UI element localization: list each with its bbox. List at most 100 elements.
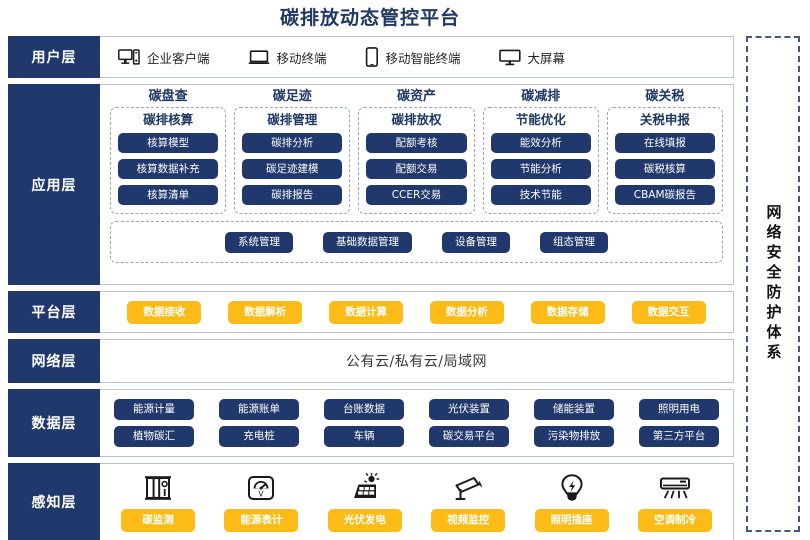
common-service-pill[interactable]: 设备管理 xyxy=(442,231,510,253)
app-box-title: 碳排放权 xyxy=(391,112,442,127)
app-box: 碳排核算 核算模型 核算数据补充 核算清单 xyxy=(110,107,227,214)
user-item-label: 企业客户端 xyxy=(147,50,210,66)
layer-user-label: 用户层 xyxy=(8,36,100,78)
sense-pill[interactable]: 能源表计 xyxy=(224,508,299,532)
app-pill[interactable]: 碳排分析 xyxy=(242,133,343,153)
data-pill[interactable]: 污染物排放 xyxy=(534,426,614,447)
data-pill[interactable]: 储能装置 xyxy=(534,399,614,420)
app-column-carbon-tariff: 碳关税 关税申报 在线填报 碳税核算 CBAM碳报告 xyxy=(606,89,724,214)
common-service-pill[interactable]: 系统管理 xyxy=(225,231,293,253)
user-item-label: 大屏幕 xyxy=(527,50,566,66)
platform-pill[interactable]: 数据分析 xyxy=(429,300,504,324)
platform-pill[interactable]: 数据存储 xyxy=(530,300,605,324)
sense-pill[interactable]: 碳监测 xyxy=(121,508,195,532)
sense-pill[interactable]: 空调制冷 xyxy=(637,508,712,532)
sense-item-air-conditioning[interactable]: 空调制冷 xyxy=(635,471,715,532)
app-pill[interactable]: 在线填报 xyxy=(614,133,716,153)
layer-network-body: 公有云/私有云/局域网 xyxy=(100,340,733,382)
app-box: 关税申报 在线填报 碳税核算 CBAM碳报告 xyxy=(606,107,724,214)
layer-network: 网络层 公有云/私有云/局域网 xyxy=(8,339,734,383)
smartphone-icon xyxy=(365,47,379,67)
app-pill[interactable]: 节能分析 xyxy=(490,159,591,179)
app-pill[interactable]: 核算数据补充 xyxy=(118,159,219,179)
layer-sense-label: 感知层 xyxy=(8,463,100,540)
desktop-pc-icon xyxy=(118,48,140,66)
app-column-carbon-inventory: 碳盘查 碳排核算 核算模型 核算数据补充 核算清单 xyxy=(110,89,227,214)
data-pill[interactable]: 光伏装置 xyxy=(429,399,509,420)
svg-text:V: V xyxy=(259,489,265,498)
app-pill[interactable]: 能效分析 xyxy=(490,133,591,153)
app-pill[interactable]: CBAM碳报告 xyxy=(614,185,716,205)
solar-panel-icon xyxy=(349,471,381,505)
data-pill[interactable]: 充电桩 xyxy=(219,426,299,447)
layer-sense: 感知层 碳监测 xyxy=(8,463,734,540)
app-box: 节能优化 能效分析 节能分析 技术节能 xyxy=(482,107,599,214)
sense-item-lighting-socket[interactable]: 照明插座 xyxy=(532,471,612,532)
common-service-pill[interactable]: 基础数据管理 xyxy=(323,231,412,253)
sense-item-video-surveillance[interactable]: 视频监控 xyxy=(428,471,508,532)
layer-network-label: 网络层 xyxy=(8,339,100,383)
data-pill[interactable]: 台账数据 xyxy=(324,399,404,420)
sense-pill[interactable]: 视频监控 xyxy=(431,508,506,532)
platform-pill[interactable]: 数据接收 xyxy=(127,300,202,324)
layer-platform-label: 平台层 xyxy=(8,291,100,333)
app-box: 碳排管理 碳排分析 碳足迹建模 碳排报告 xyxy=(234,107,351,214)
layer-data-label: 数据层 xyxy=(8,389,100,457)
energy-meter-gauge-icon: V xyxy=(246,471,276,505)
sense-item-energy-meter[interactable]: V 能源表计 xyxy=(221,471,301,532)
app-pill[interactable]: CCER交易 xyxy=(366,185,467,205)
user-item-mobile-terminal[interactable]: 移动终端 xyxy=(248,48,327,67)
app-column-title: 碳足迹 xyxy=(272,89,312,104)
app-pill[interactable]: 碳税核算 xyxy=(614,159,716,179)
app-column-carbon-asset: 碳资产 碳排放权 配额考核 配额交易 CCER交易 xyxy=(358,89,475,214)
app-pill[interactable]: 核算模型 xyxy=(118,133,219,153)
app-column-carbon-footprint: 碳足迹 碳排管理 碳排分析 碳足迹建模 碳排报告 xyxy=(234,89,351,214)
carbon-monitor-cabinet-icon xyxy=(143,471,173,505)
app-column-title: 碳减排 xyxy=(521,89,561,104)
platform-pill[interactable]: 数据解析 xyxy=(228,300,303,324)
data-pill[interactable]: 第三方平台 xyxy=(639,426,719,447)
layer-stack: 用户层 企业客户端 xyxy=(8,36,734,540)
platform-pill[interactable]: 数据计算 xyxy=(329,300,404,324)
light-bulb-icon xyxy=(559,471,585,505)
sense-item-solar-power[interactable]: 光伏发电 xyxy=(325,471,405,532)
sense-pill[interactable]: 照明插座 xyxy=(534,508,609,532)
data-pill[interactable]: 能源计量 xyxy=(114,399,194,420)
layer-platform-body: 数据接收 数据解析 数据计算 数据分析 数据存储 数据交互 xyxy=(100,292,733,332)
app-pill[interactable]: 配额考核 xyxy=(366,133,467,153)
user-item-label: 移动智能终端 xyxy=(385,50,461,66)
layer-data-body: 能源计量 能源账单 台账数据 光伏装置 储能装置 照明用电 植物碳汇 充电桩 车… xyxy=(100,390,733,456)
data-pill[interactable]: 车辆 xyxy=(324,426,404,447)
data-pill[interactable]: 植物碳汇 xyxy=(114,426,194,447)
app-box-title: 碳排核算 xyxy=(143,112,194,127)
layer-user: 用户层 企业客户端 xyxy=(8,36,734,78)
network-text: 公有云/私有云/局域网 xyxy=(346,354,487,370)
app-pill[interactable]: 核算清单 xyxy=(118,185,219,205)
app-column-title: 碳盘查 xyxy=(148,89,188,104)
data-pill[interactable]: 碳交易平台 xyxy=(429,426,509,447)
user-item-enterprise-client[interactable]: 企业客户端 xyxy=(118,48,210,67)
platform-pill[interactable]: 数据交互 xyxy=(631,300,706,324)
data-row: 植物碳汇 充电桩 车辆 碳交易平台 污染物排放 第三方平台 xyxy=(114,426,719,447)
app-box-title: 关税申报 xyxy=(639,112,690,127)
app-pill[interactable]: 碳足迹建模 xyxy=(242,159,343,179)
app-box-title: 节能优化 xyxy=(515,112,566,127)
application-common-services: 系统管理 基础数据管理 设备管理 组态管理 xyxy=(110,221,723,263)
sense-item-carbon-monitor[interactable]: 碳监测 xyxy=(118,471,198,532)
app-pill[interactable]: 碳排报告 xyxy=(242,185,343,205)
layer-application: 应用层 碳盘查 碳排核算 核算模型 核算数据补充 核算清单 碳足迹 xyxy=(8,84,734,285)
sense-pill[interactable]: 光伏发电 xyxy=(327,508,402,532)
app-pill[interactable]: 配额交易 xyxy=(366,159,467,179)
user-item-large-screen[interactable]: 大屏幕 xyxy=(498,48,566,67)
common-service-pill[interactable]: 组态管理 xyxy=(540,231,608,253)
large-screen-icon xyxy=(498,49,521,66)
layer-application-body: 碳盘查 碳排核算 核算模型 核算数据补充 核算清单 碳足迹 碳排管理 碳排分析 xyxy=(100,85,733,284)
app-box: 碳排放权 配额考核 配额交易 CCER交易 xyxy=(358,107,475,214)
data-row: 能源计量 能源账单 台账数据 光伏装置 储能装置 照明用电 xyxy=(114,399,719,420)
data-pill[interactable]: 照明用电 xyxy=(639,399,719,420)
user-item-smart-mobile-terminal[interactable]: 移动智能终端 xyxy=(365,47,461,67)
data-pill[interactable]: 能源账单 xyxy=(219,399,299,420)
app-column-carbon-reduction: 碳减排 节能优化 能效分析 节能分析 技术节能 xyxy=(482,89,599,214)
app-pill[interactable]: 技术节能 xyxy=(490,185,591,205)
